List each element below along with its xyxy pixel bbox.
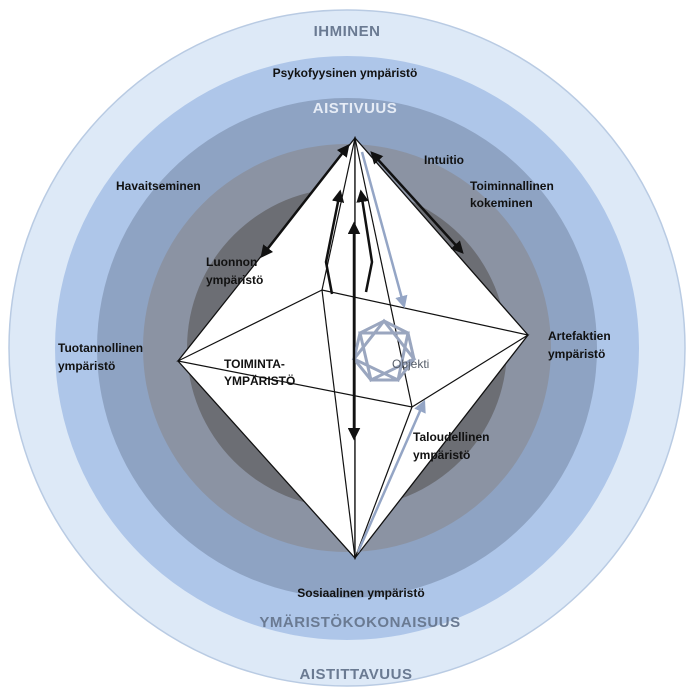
edge-back-bottom: [321, 289, 356, 559]
label-taloudellinen-line2: ympäristö: [413, 448, 470, 462]
heading-ymparistokokonaisuus: YMÄRISTÖKOKONAISUUS: [259, 614, 460, 631]
label-havaitseminen: Havaitseminen: [116, 179, 201, 193]
heading-aistivuus: AISTIVUUS: [313, 100, 398, 117]
label-objekti: Objekti: [392, 357, 429, 371]
arrow-luonnon: [324, 189, 345, 295]
arrow-havaitseminen: [260, 144, 350, 258]
arrow-intuitio: [356, 189, 374, 293]
label-tuotannollinen-line1: Tuotannollinen: [58, 341, 143, 355]
label-toiminnallinen-line2: kokeminen: [470, 196, 533, 210]
heading-aistittavuus: AISTITTAVUUS: [300, 666, 413, 683]
label-taloudellinen-line1: Taloudellinen: [413, 430, 489, 444]
label-toimintaymparisto-line2: YMPÄRISTÖ: [224, 373, 295, 388]
label-tuotannollinen-line2: ympäristö: [58, 359, 115, 373]
label-luonnon-line2: ympäristö: [206, 273, 263, 287]
arrow-toiminnallinen: [370, 151, 464, 254]
label-toiminnallinen-line1: Toiminnallinen: [470, 179, 554, 193]
label-psykofyysinen: Psykofyysinen ympäristö: [273, 66, 418, 80]
edge-front-bottom: [354, 406, 413, 559]
label-intuitio: Intuitio: [424, 153, 464, 167]
arrow-objekti-bottom: [356, 399, 426, 553]
label-artefaktien-line2: ympäristö: [548, 347, 605, 361]
label-toimintaymparisto-line1: TOIMINTA-: [224, 357, 285, 371]
label-luonnon-line1: Luonnon: [206, 255, 257, 269]
heading-ihminen: IHMINEN: [314, 23, 381, 40]
arrow-objekti-top: [360, 151, 408, 309]
label-sosiaalinen: Sosiaalinen ympäristö: [297, 586, 424, 600]
label-artefaktien-line1: Artefaktien: [548, 329, 611, 343]
